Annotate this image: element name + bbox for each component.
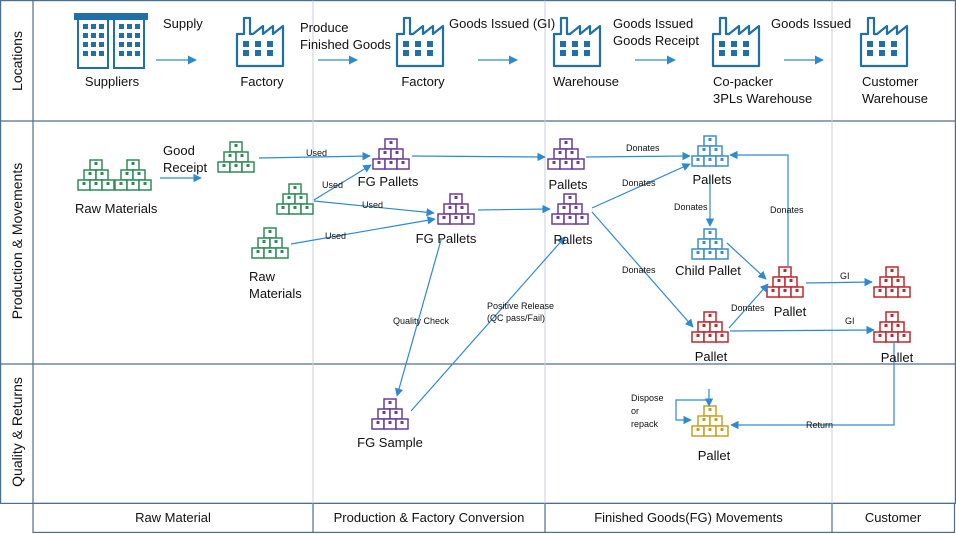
used-label: Used bbox=[325, 231, 347, 241]
donates-label: Donates bbox=[622, 265, 656, 275]
raw-materials-label: Raw Materials bbox=[75, 201, 158, 216]
goods-issued-label: Goods Issued bbox=[613, 16, 694, 31]
factory-label: Factory bbox=[240, 74, 284, 89]
good-receipt-label: Good bbox=[163, 143, 195, 158]
lane-title-quality: Quality & Returns bbox=[9, 377, 25, 487]
raw-materials-label: Raw bbox=[249, 269, 276, 284]
donates-label: Donates bbox=[622, 178, 656, 188]
pallet-red-icon bbox=[691, 311, 729, 343]
goods-receipt-label: Goods Receipt bbox=[613, 33, 699, 48]
factory-icon bbox=[552, 16, 602, 68]
customer-warehouse-label: Customer bbox=[862, 74, 919, 89]
child-pallet-icon bbox=[691, 228, 729, 260]
produce-label: Produce bbox=[300, 20, 349, 35]
flow-arrows bbox=[160, 150, 895, 430]
copacker-label: 3PLs Warehouse bbox=[713, 91, 813, 106]
used-label: Used bbox=[362, 200, 384, 210]
fg-pallets-label: FG Pallets bbox=[415, 231, 477, 246]
used-label: Used bbox=[306, 148, 328, 158]
dispose-label: or bbox=[631, 406, 640, 416]
raw-materials-pallet-icon bbox=[217, 141, 255, 173]
pallet-yellow-icon bbox=[691, 405, 729, 437]
pallets-label: Pallets bbox=[548, 177, 588, 192]
produce-label: Finished Goods bbox=[300, 37, 392, 52]
pallets-label: Pallets bbox=[553, 232, 593, 247]
donates-label: Donates bbox=[674, 202, 708, 212]
raw-materials-pallet-icon bbox=[276, 183, 314, 215]
pallet-label: Pallet bbox=[697, 448, 731, 463]
column-dividers bbox=[312, 0, 833, 504]
raw-materials-pallet-icon bbox=[77, 159, 115, 191]
donates-label: Donates bbox=[626, 143, 660, 153]
factory-icon bbox=[711, 16, 761, 68]
pallets-label: Pallets bbox=[692, 172, 732, 187]
pallets-icon bbox=[551, 193, 589, 225]
footer-production-conversion: Production & Factory Conversion bbox=[333, 510, 525, 525]
factory-icon bbox=[859, 16, 909, 68]
fg-sample-icon bbox=[371, 398, 409, 430]
pallet-red-icon bbox=[873, 311, 911, 343]
goods-issued-gi-label: Goods Issued (GI) bbox=[449, 16, 556, 31]
gi-label: GI bbox=[840, 271, 850, 281]
dispose-label: repack bbox=[631, 419, 659, 429]
fg-pallets-label: FG Pallets bbox=[357, 174, 419, 189]
fg-sample-label: FG Sample bbox=[357, 435, 423, 450]
pallet-red-icon bbox=[766, 266, 804, 298]
suppliers-label: Suppliers bbox=[84, 74, 140, 89]
building-icon bbox=[74, 13, 148, 69]
pallets-blue-icon bbox=[691, 135, 729, 167]
fg-pallets-icon bbox=[372, 138, 410, 170]
raw-materials-label: Materials bbox=[249, 286, 302, 301]
pallets-icon bbox=[547, 138, 585, 170]
footer-raw-material: Raw Material bbox=[135, 510, 211, 525]
positive-release-label: (QC pass/Fail) bbox=[487, 313, 546, 323]
factory-icon bbox=[235, 16, 285, 68]
warehouse-label: Warehouse bbox=[553, 74, 619, 89]
goods-issued-label: Goods Issued bbox=[771, 16, 852, 31]
pallet-label: Pallet bbox=[694, 349, 728, 364]
return-label: Return bbox=[806, 420, 834, 430]
copacker-label: Co-packer bbox=[713, 74, 773, 89]
footer-customer: Customer bbox=[864, 510, 922, 525]
good-receipt-label: Receipt bbox=[163, 160, 208, 175]
pallet-label: Pallet bbox=[880, 350, 914, 365]
donates-label: Donates bbox=[731, 303, 765, 313]
gi-label: GI bbox=[845, 316, 855, 326]
factory-label: Factory bbox=[401, 74, 445, 89]
used-label: Used bbox=[322, 180, 344, 190]
raw-materials-pallet-icon bbox=[251, 227, 289, 259]
fg-pallets-icon bbox=[437, 193, 475, 225]
raw-materials-pallet-icon bbox=[114, 159, 152, 191]
child-pallet-label: Child Pallet bbox=[675, 263, 741, 278]
quality-check-label: Quality Check bbox=[393, 316, 450, 326]
lane-title-production: Production & Movements bbox=[9, 162, 25, 320]
positive-release-label: Positive Release bbox=[487, 301, 555, 311]
pallet-label: Pallet bbox=[773, 304, 807, 319]
donates-label: Donates bbox=[770, 205, 804, 215]
supply-label: Supply bbox=[163, 16, 203, 31]
dispose-label: Dispose bbox=[631, 393, 664, 403]
customer-warehouse-label: Warehouse bbox=[862, 91, 928, 106]
factory-icon bbox=[395, 16, 445, 68]
lane-title-locations: Locations bbox=[9, 31, 25, 91]
footer-fg-movements: Finished Goods(FG) Movements bbox=[594, 510, 783, 525]
pallet-red-icon bbox=[873, 266, 911, 298]
